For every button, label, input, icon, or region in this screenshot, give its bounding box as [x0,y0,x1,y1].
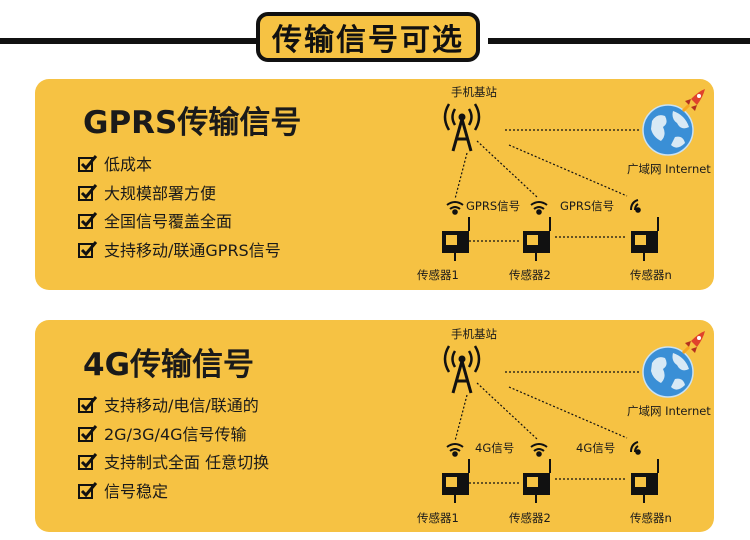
signal-label: 4G信号 [475,441,514,455]
globe-icon [642,346,694,398]
sensor-label: 传感器1 [417,268,459,282]
wifi-icon [630,441,641,455]
signal-label: 4G信号 [576,441,615,455]
check-icon [78,424,98,442]
sensor-label: 传感器2 [509,268,551,282]
check-icon [78,453,98,471]
feature-label: 大规模部署方便 [104,183,217,203]
signal-label: GPRS信号 [560,199,614,213]
feature-list: 支持移动/电信/联通的 2G/3G/4G信号传输 支持制式全面 任意切换 信号稳… [78,390,269,504]
check-icon [78,183,98,201]
check-icon [78,155,98,173]
tower-label: 手机基站 [451,327,497,341]
signal-label: GPRS信号 [466,199,520,213]
network-diagram: 手机基站 广域网 Internet [417,327,711,525]
check-icon [78,212,98,230]
sensor-icon [523,217,551,261]
tower-label: 手机基站 [451,85,497,99]
tower-icon [443,103,481,152]
sensor-icon [442,217,470,261]
panel-title: GPRS传输信号 [83,105,302,141]
feature-list: 低成本 大规模部署方便 全国信号覆盖全面 支持移动/联通GPRS信号 [78,149,281,263]
wifi-icon [630,199,641,213]
rocket-icon [681,89,705,113]
page-title: 传输信号可选 [256,12,480,62]
sensor-label: 传感器n [630,268,672,282]
sensor-label: 传感器n [630,511,672,525]
feature-label: 全国信号覆盖全面 [104,212,233,232]
feature-label: 2G/3G/4G信号传输 [104,424,247,444]
feature-item: 支持移动/联通GPRS信号 [78,235,281,264]
check-icon [78,240,98,258]
sensor-icon [631,459,659,503]
feature-item: 低成本 [78,149,281,178]
rocket-icon [681,331,705,355]
feature-label: 低成本 [104,155,153,175]
wifi-icon [530,201,548,215]
wifi-icon [446,201,464,215]
sensor-icon [523,459,551,503]
sensor-label: 传感器2 [509,511,551,525]
gprs-panel: GPRS传输信号 低成本 大规模部署方便 全国信号覆盖全面 支持移动/联通GPR… [35,79,714,290]
globe-icon [642,104,694,156]
feature-item: 大规模部署方便 [78,178,281,207]
feature-label: 支持移动/电信/联通的 [104,396,259,416]
feature-item: 支持制式全面 任意切换 [78,447,269,476]
feature-item: 支持移动/电信/联通的 [78,390,269,419]
feature-label: 信号稳定 [104,481,169,501]
link-lines [454,129,641,242]
wifi-icon [530,443,548,457]
4g-panel: 4G传输信号 支持移动/电信/联通的 2G/3G/4G信号传输 支持制式全面 任… [35,320,714,532]
feature-item: 2G/3G/4G信号传输 [78,419,269,448]
check-icon [78,481,98,499]
feature-item: 信号稳定 [78,476,269,505]
feature-label: 支持制式全面 任意切换 [104,453,270,473]
network-diagram: 手机基站 [417,85,711,282]
check-icon [78,396,98,414]
internet-label: 广域网 Internet [627,404,711,418]
wifi-icon [446,443,464,457]
feature-item: 全国信号覆盖全面 [78,206,281,235]
header-rule-right [488,38,750,44]
sensor-label: 传感器1 [417,511,459,525]
internet-label: 广域网 Internet [627,162,711,176]
sensor-icon [442,459,470,503]
feature-label: 支持移动/联通GPRS信号 [104,240,281,260]
header-rule-left [0,38,262,44]
tower-icon [443,345,481,394]
panel-title: 4G传输信号 [83,347,255,383]
link-lines [454,371,641,484]
sensor-icon [631,217,659,261]
